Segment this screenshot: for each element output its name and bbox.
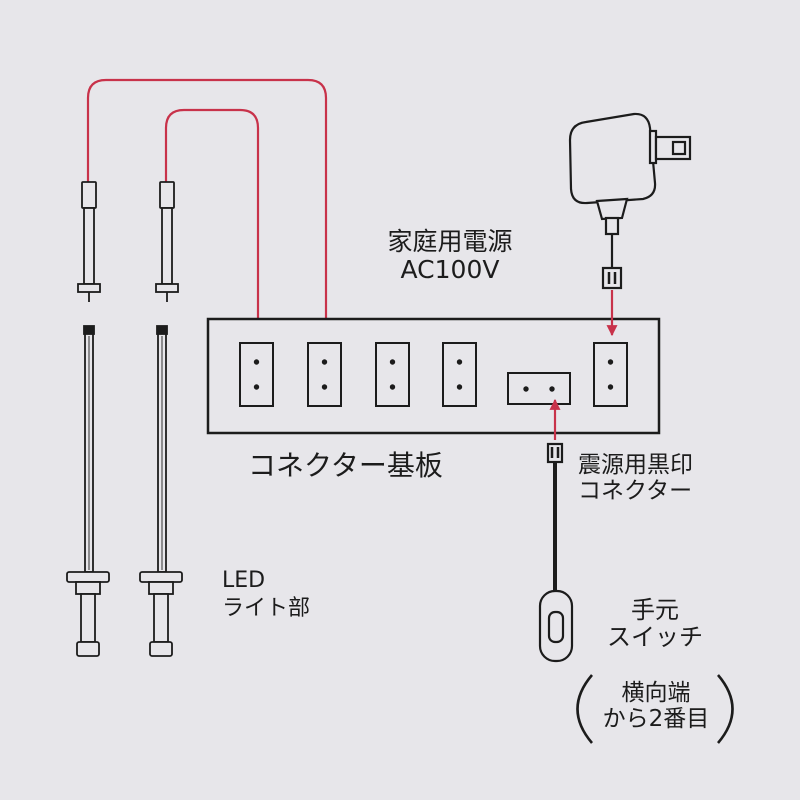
- label-switch-note-line1: 横向端: [621, 680, 691, 706]
- board-socket-2: [307, 342, 342, 407]
- board-socket-switch: [507, 372, 571, 405]
- led-plug-2: [155, 181, 179, 302]
- red-wire-led-1: [86, 78, 332, 337]
- ac-adapter: [568, 112, 692, 290]
- led-plug-1: [77, 181, 101, 302]
- board-socket-4: [442, 342, 477, 407]
- label-quake-connector-line2: コネクター: [578, 477, 693, 504]
- label-led-light-line2: ライト部: [222, 596, 311, 622]
- led-light-pole-1: [66, 325, 110, 657]
- label-power-source-line2: AC100V: [400, 255, 500, 284]
- label-quake-connector: 震源用黒印 コネクター: [578, 452, 693, 505]
- led-light-pole-2: [139, 325, 183, 657]
- label-power-source: 家庭用電源 AC100V: [360, 228, 540, 284]
- note-paren-right: [717, 674, 734, 744]
- label-power-source-line1: 家庭用電源: [387, 227, 513, 256]
- label-connector-board: コネクター基板: [248, 449, 443, 482]
- label-led-light: LED ライト部: [222, 567, 310, 623]
- board-socket-power: [593, 342, 628, 407]
- connector-board: [206, 317, 661, 435]
- label-switch-note-line2: から2番目: [602, 705, 710, 732]
- label-led-light-line1: LED: [222, 568, 266, 593]
- label-hand-switch-line2: スイッチ: [607, 622, 703, 651]
- board-socket-3: [375, 342, 410, 407]
- red-wire-led-2: [164, 108, 264, 337]
- label-hand-switch-line1: 手元: [631, 596, 679, 624]
- label-switch-note: 横向端 から2番目: [591, 680, 721, 733]
- label-quake-connector-line1: 震源用黒印: [578, 452, 693, 478]
- board-socket-1: [239, 342, 274, 407]
- label-hand-switch: 手元 スイッチ: [590, 597, 720, 651]
- hand-switch: [538, 442, 574, 663]
- note-paren-left: [576, 674, 593, 744]
